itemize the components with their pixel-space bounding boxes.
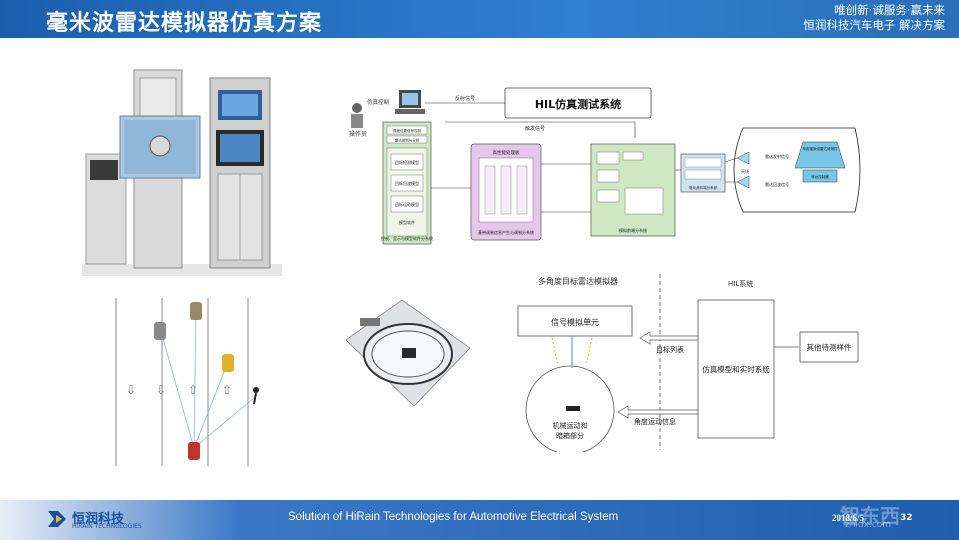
angle-info-label: 角度运动信息 [634, 417, 676, 426]
page-number: 32 [900, 513, 913, 523]
operator-label: 操作员 [349, 130, 367, 138]
car-grey-2 [190, 302, 202, 320]
company-name-cn: 恒润科技 [72, 512, 125, 527]
equipment-photo [82, 68, 282, 276]
lane-arrow-3: ⇧ [188, 383, 198, 397]
left-caption: 控制、显示与模型软件分系统 [381, 235, 433, 241]
target-list-label: 目标列表 [656, 345, 684, 354]
lane-arrow-4: ⇧ [222, 383, 232, 397]
car-yellow [222, 354, 234, 372]
dut-label: 其他待测样件 [807, 342, 852, 352]
watermark-sub: zhidx.com [845, 520, 892, 530]
footer-date: 2018/6/5 [832, 513, 865, 523]
lane-arrow-1: ⇩ [126, 383, 136, 397]
footer-bar [0, 500, 959, 540]
traffic-scene: ⇩ ⇩ ⇧ ⇧ [115, 298, 259, 466]
hil-title: HIL仿真测试系统 [535, 97, 621, 111]
mech-label-2: 暗箱部分 [556, 431, 584, 440]
multi-angle-diagram: 多角度目标雷达模拟器 HIL系统 信号模拟单元 仿真模型和实时系统 其他待测样件… [517, 274, 859, 452]
antenna-label: 天线 [741, 168, 749, 174]
left-box-bottom: 模型软件 [399, 219, 415, 225]
left-item-2: 目标回波模型 [395, 180, 419, 186]
slogan: 唯创新·诚服务·赢未来 恒润科技汽车电子 解决方案 [803, 3, 945, 33]
turntable-label: 转台控制器 [811, 174, 829, 179]
lane-arrow-2: ⇩ [156, 383, 166, 397]
slogan-line-2: 恒润科技汽车电子 解决方案 [803, 18, 945, 32]
operator-icon [351, 103, 363, 128]
hil-block-diagram: 操作员 仿真控制 HIL仿真测试系统 反射信号 触发信号 角度位置信号控制 雷达… [349, 87, 861, 245]
ego-car-red [188, 442, 200, 460]
chamber-render [345, 299, 471, 407]
rx-label: 雷达回波信号 [765, 181, 789, 187]
company-name-en: HIRAIN TECHNOLOGIES [72, 523, 142, 530]
page-title: 毫米波雷达模拟器仿真方案 [46, 11, 323, 36]
company-logo-icon [48, 511, 66, 527]
signal-unit-label: 信号模拟单元 [551, 317, 599, 327]
multi-right-title: HIL系统 [728, 279, 753, 288]
tx-label: 雷达发射信号 [765, 153, 789, 159]
header-bar [0, 0, 959, 38]
slogan-line-1: 唯创新·诚服务·赢未来 [834, 3, 945, 17]
right-caption: 模拟前端分系统 [619, 227, 647, 233]
left-item-3: 目标运动模型 [395, 201, 419, 207]
multi-left-title: 多角度目标雷达模拟器 [538, 276, 618, 286]
sim-system-label: 仿真模型和实时系统 [702, 364, 770, 374]
pedestrian-icon [253, 387, 259, 405]
footer-tagline: Solution of HiRain Technologies for Auto… [288, 511, 619, 523]
mid-title: 高性能处理板 [493, 149, 520, 156]
computer-icon [395, 90, 425, 114]
sim-control-label: 仿真控制 [367, 98, 390, 106]
mid-caption: 基带调制信息产生与调制分系统 [478, 229, 534, 235]
trigger-label: 触发信号 [525, 125, 545, 132]
car-grey-1 [154, 322, 166, 340]
left-box-top: 角度位置信号控制 [393, 128, 421, 133]
radar-label: 车用毫米波雷达待测件 [803, 146, 838, 151]
feedback-label: 反射信号 [455, 95, 475, 102]
watermark: 智东西 [840, 504, 900, 528]
far-right-caption: 毫米波前端分系统 [689, 185, 718, 190]
left-item-1: 目标检测模型 [395, 159, 419, 165]
left-box-sub: 雷达控制与分析 [395, 138, 420, 143]
mech-label-1: 机械运动和 [553, 421, 588, 430]
